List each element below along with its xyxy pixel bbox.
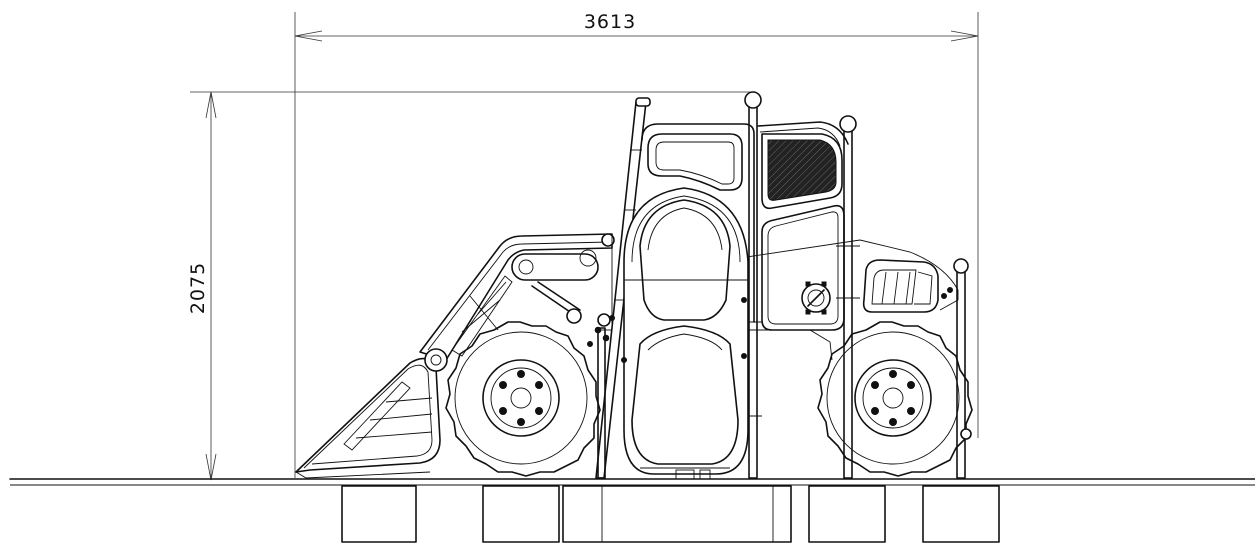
height-dimension: 2075 <box>187 91 750 481</box>
loader-arm <box>419 233 615 372</box>
cabin-door <box>761 204 845 331</box>
fasteners <box>587 287 953 363</box>
cabin-side-window <box>761 133 843 210</box>
ground-line <box>9 478 1255 486</box>
width-dimension-label: 3613 <box>584 11 636 33</box>
foundations <box>341 485 1000 543</box>
front-wheel <box>445 321 601 477</box>
engine-grille <box>862 259 939 313</box>
width-dimension: 3613 <box>294 11 979 478</box>
cabin-front-window <box>647 133 743 191</box>
rear-wheel <box>817 321 973 477</box>
height-dimension-label: 2075 <box>187 262 209 314</box>
cabin-posts <box>597 91 972 479</box>
loader-bucket <box>295 357 441 479</box>
slide <box>623 187 749 480</box>
cabin-frame <box>641 121 849 323</box>
